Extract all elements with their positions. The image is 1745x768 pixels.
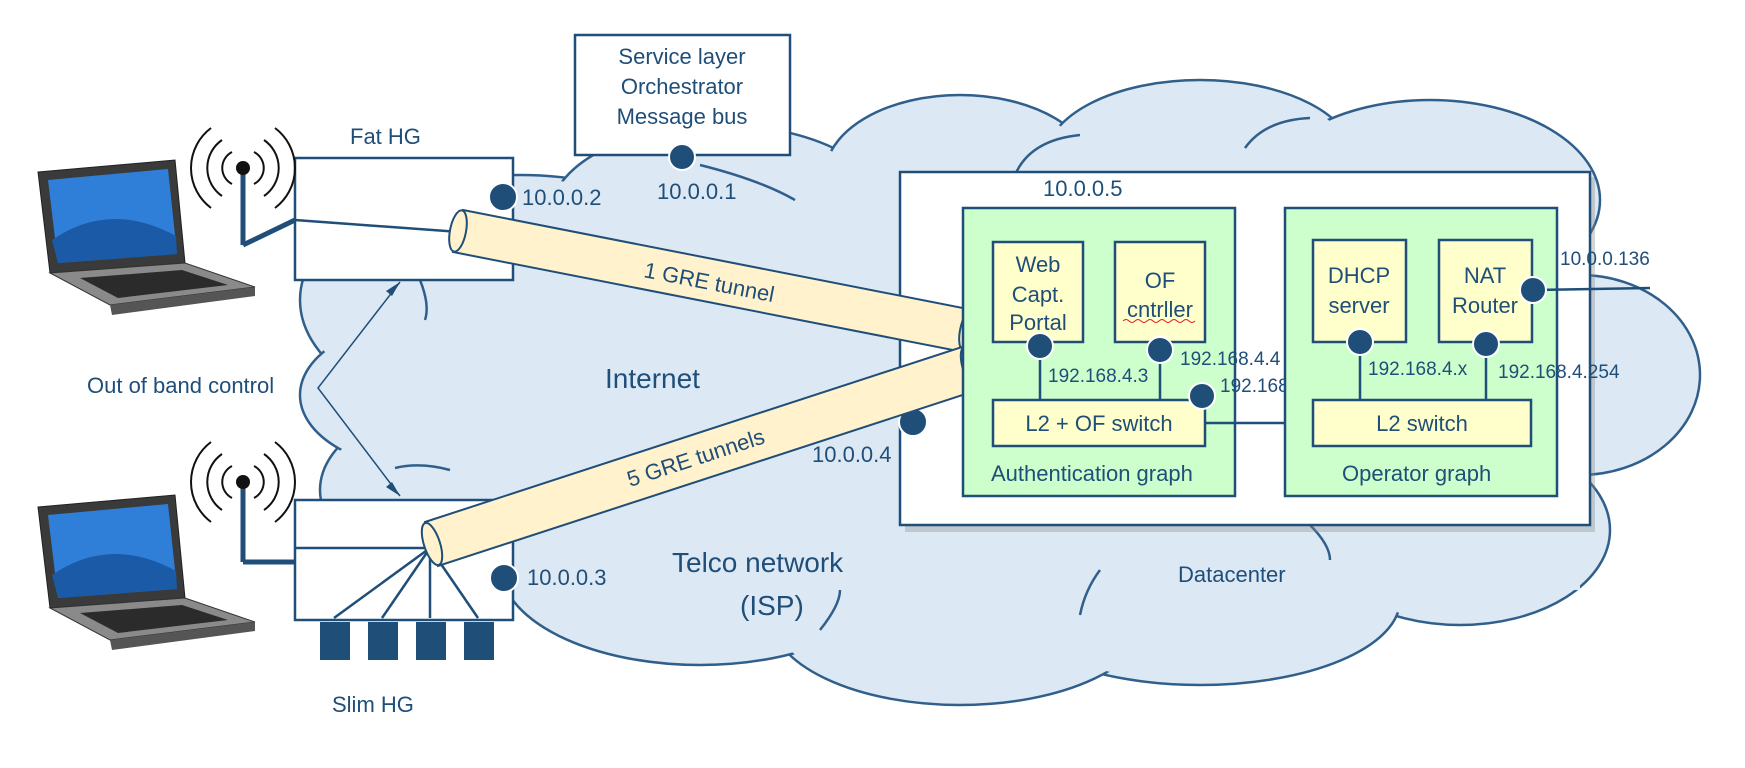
ethernet-port-icon <box>416 622 446 660</box>
orchestrator-label: Orchestrator <box>621 74 743 99</box>
isp-label: (ISP) <box>740 590 804 621</box>
out-of-band-control: Out of band control <box>87 281 401 497</box>
service-layer-label: Service layer <box>618 44 745 69</box>
l2-of-switch: L2 + OF switch <box>991 398 1207 448</box>
web-portal-ip: 192.168.4.3 <box>1048 366 1148 387</box>
server-ip-left: 10.0.0.4 <box>812 442 892 467</box>
authentication-graph: Authentication graph Web Capt. Portal OF… <box>961 206 1320 498</box>
of-controller-line2: cntrller <box>1127 297 1193 322</box>
web-portal-interface-dot <box>1026 332 1054 360</box>
telco-network-label: Telco network <box>672 547 844 578</box>
of-controller-ip: 192.168.4.4 <box>1180 349 1281 370</box>
l2-switch-label: L2 switch <box>1376 411 1468 436</box>
out-of-band-label: Out of band control <box>87 373 274 398</box>
of-controller: OF cntrller <box>1113 240 1207 344</box>
internet-label: Internet <box>605 363 700 394</box>
laptop-bottom <box>37 441 296 650</box>
nat-internal-ip: 192.168.4.254 <box>1498 362 1620 383</box>
service-layer-interface-dot <box>668 143 696 171</box>
dhcp-line1: DHCP <box>1328 263 1390 288</box>
datacenter-label: Datacenter <box>1178 562 1286 587</box>
laptop-icon <box>37 494 256 650</box>
slim-hg-ip: 10.0.0.3 <box>527 565 607 590</box>
nat-external-interface-dot <box>1519 276 1547 304</box>
ethernet-port-icon <box>368 622 398 660</box>
of-controller-line1: OF <box>1145 268 1176 293</box>
antenna-icon <box>190 127 297 248</box>
dhcp-interface-dot <box>1346 328 1374 356</box>
dhcp-line2: server <box>1328 293 1389 318</box>
slim-hg-label: Slim HG <box>332 692 414 717</box>
service-layer-box: Service layer Orchestrator Message bus 1… <box>573 33 792 204</box>
web-captive-portal: Web Capt. Portal <box>991 240 1085 344</box>
ethernet-port-icon <box>320 622 350 660</box>
operator-graph-label: Operator graph <box>1342 461 1491 486</box>
dhcp-server: DHCP server <box>1311 238 1408 344</box>
laptop-top <box>37 127 297 315</box>
web-portal-line2: Capt. <box>1012 282 1065 307</box>
dhcp-ip: 192.168.4.x <box>1368 359 1468 380</box>
slim-hg-interface-dot <box>489 563 519 593</box>
operator-graph: Operator graph DHCP server NAT Router 19… <box>1283 206 1651 498</box>
server-ip-top: 10.0.0.5 <box>1043 176 1123 201</box>
fat-hg-label: Fat HG <box>350 124 421 149</box>
l2-of-switch-interface-dot <box>1188 382 1216 410</box>
fat-hg-ip: 10.0.0.2 <box>522 185 602 210</box>
web-portal-line3: Portal <box>1009 310 1066 335</box>
nat-line2: Router <box>1452 293 1518 318</box>
nat-internal-interface-dot <box>1472 330 1500 358</box>
service-layer-ip: 10.0.0.1 <box>657 179 737 204</box>
slim-hg: 10.0.0.3 Slim HG <box>293 498 607 717</box>
fat-hg-interface-dot <box>488 182 518 212</box>
nat-router: NAT Router <box>1437 238 1534 344</box>
laptop-icon <box>37 159 256 315</box>
message-bus-label: Message bus <box>617 104 748 129</box>
nat-external-ip: 10.0.0.136 <box>1560 249 1650 270</box>
of-controller-interface-dot <box>1146 336 1174 364</box>
nat-line1: NAT <box>1464 263 1506 288</box>
antenna-icon <box>190 441 296 565</box>
web-portal-line1: Web <box>1016 252 1061 277</box>
l2-switch: L2 switch <box>1311 398 1533 448</box>
l2-of-switch-label: L2 + OF switch <box>1025 411 1172 436</box>
ethernet-port-icon <box>464 622 494 660</box>
authentication-graph-label: Authentication graph <box>991 461 1193 486</box>
